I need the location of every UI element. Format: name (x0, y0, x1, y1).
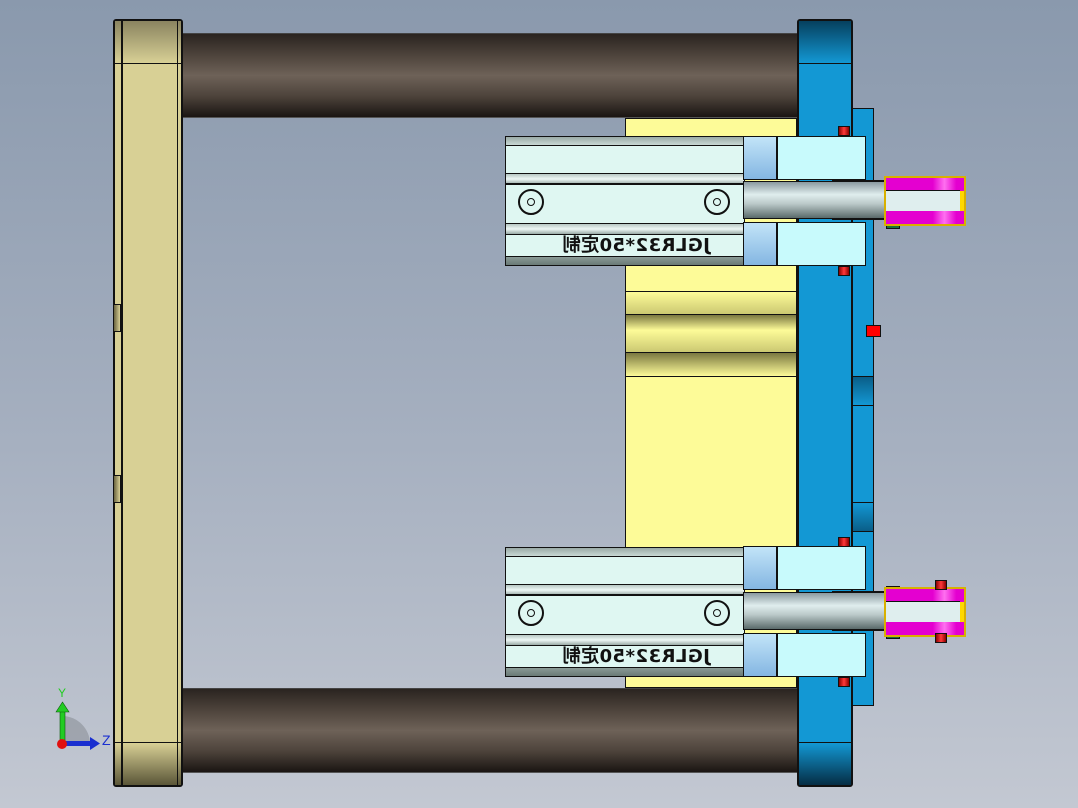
pin-icon (838, 677, 850, 687)
clevis-bottom[interactable] (884, 587, 966, 637)
clevis-top[interactable] (884, 176, 966, 226)
pin-icon (935, 633, 947, 643)
red-marker (866, 325, 881, 337)
left-plate-notch-top (113, 304, 121, 332)
cylinder-top[interactable]: JGLR32*50定制 (505, 136, 745, 266)
screw-icon (518, 189, 544, 215)
pin-icon (838, 537, 850, 547)
cylinder-end-block (777, 222, 866, 266)
z-axis-label: Z (102, 732, 111, 748)
pin-icon (935, 580, 947, 590)
guide-rod-bottom[interactable] (183, 688, 797, 773)
screw-icon (704, 600, 730, 626)
cylinder-cap (743, 633, 777, 677)
piston-rod-top[interactable] (743, 181, 886, 219)
cylinder-label: JGLR32*50定制 (562, 235, 710, 256)
cylinder-cap (743, 222, 777, 266)
cylinder-bottom[interactable]: JGLR32*50定制 (505, 547, 745, 677)
cylinder-end-block (777, 136, 866, 180)
cylinder-end-block (777, 633, 866, 677)
screw-icon (704, 189, 730, 215)
left-plate-notch-bottom (113, 475, 121, 503)
guide-rod-top[interactable] (183, 33, 797, 118)
cylinder-cap (743, 546, 777, 590)
y-axis-label: Y (58, 686, 67, 700)
left-end-plate[interactable] (113, 19, 183, 787)
piston-rod-bottom[interactable] (743, 592, 886, 630)
cylinder-label: JGLR32*50定制 (562, 646, 710, 667)
axis-triad-icon (55, 701, 100, 750)
pin-icon (838, 266, 850, 276)
axis-triad: Y Z (52, 686, 122, 758)
cylinder-end-block (777, 546, 866, 590)
pin-icon (838, 126, 850, 136)
screw-icon (518, 600, 544, 626)
cylinder-cap (743, 136, 777, 180)
